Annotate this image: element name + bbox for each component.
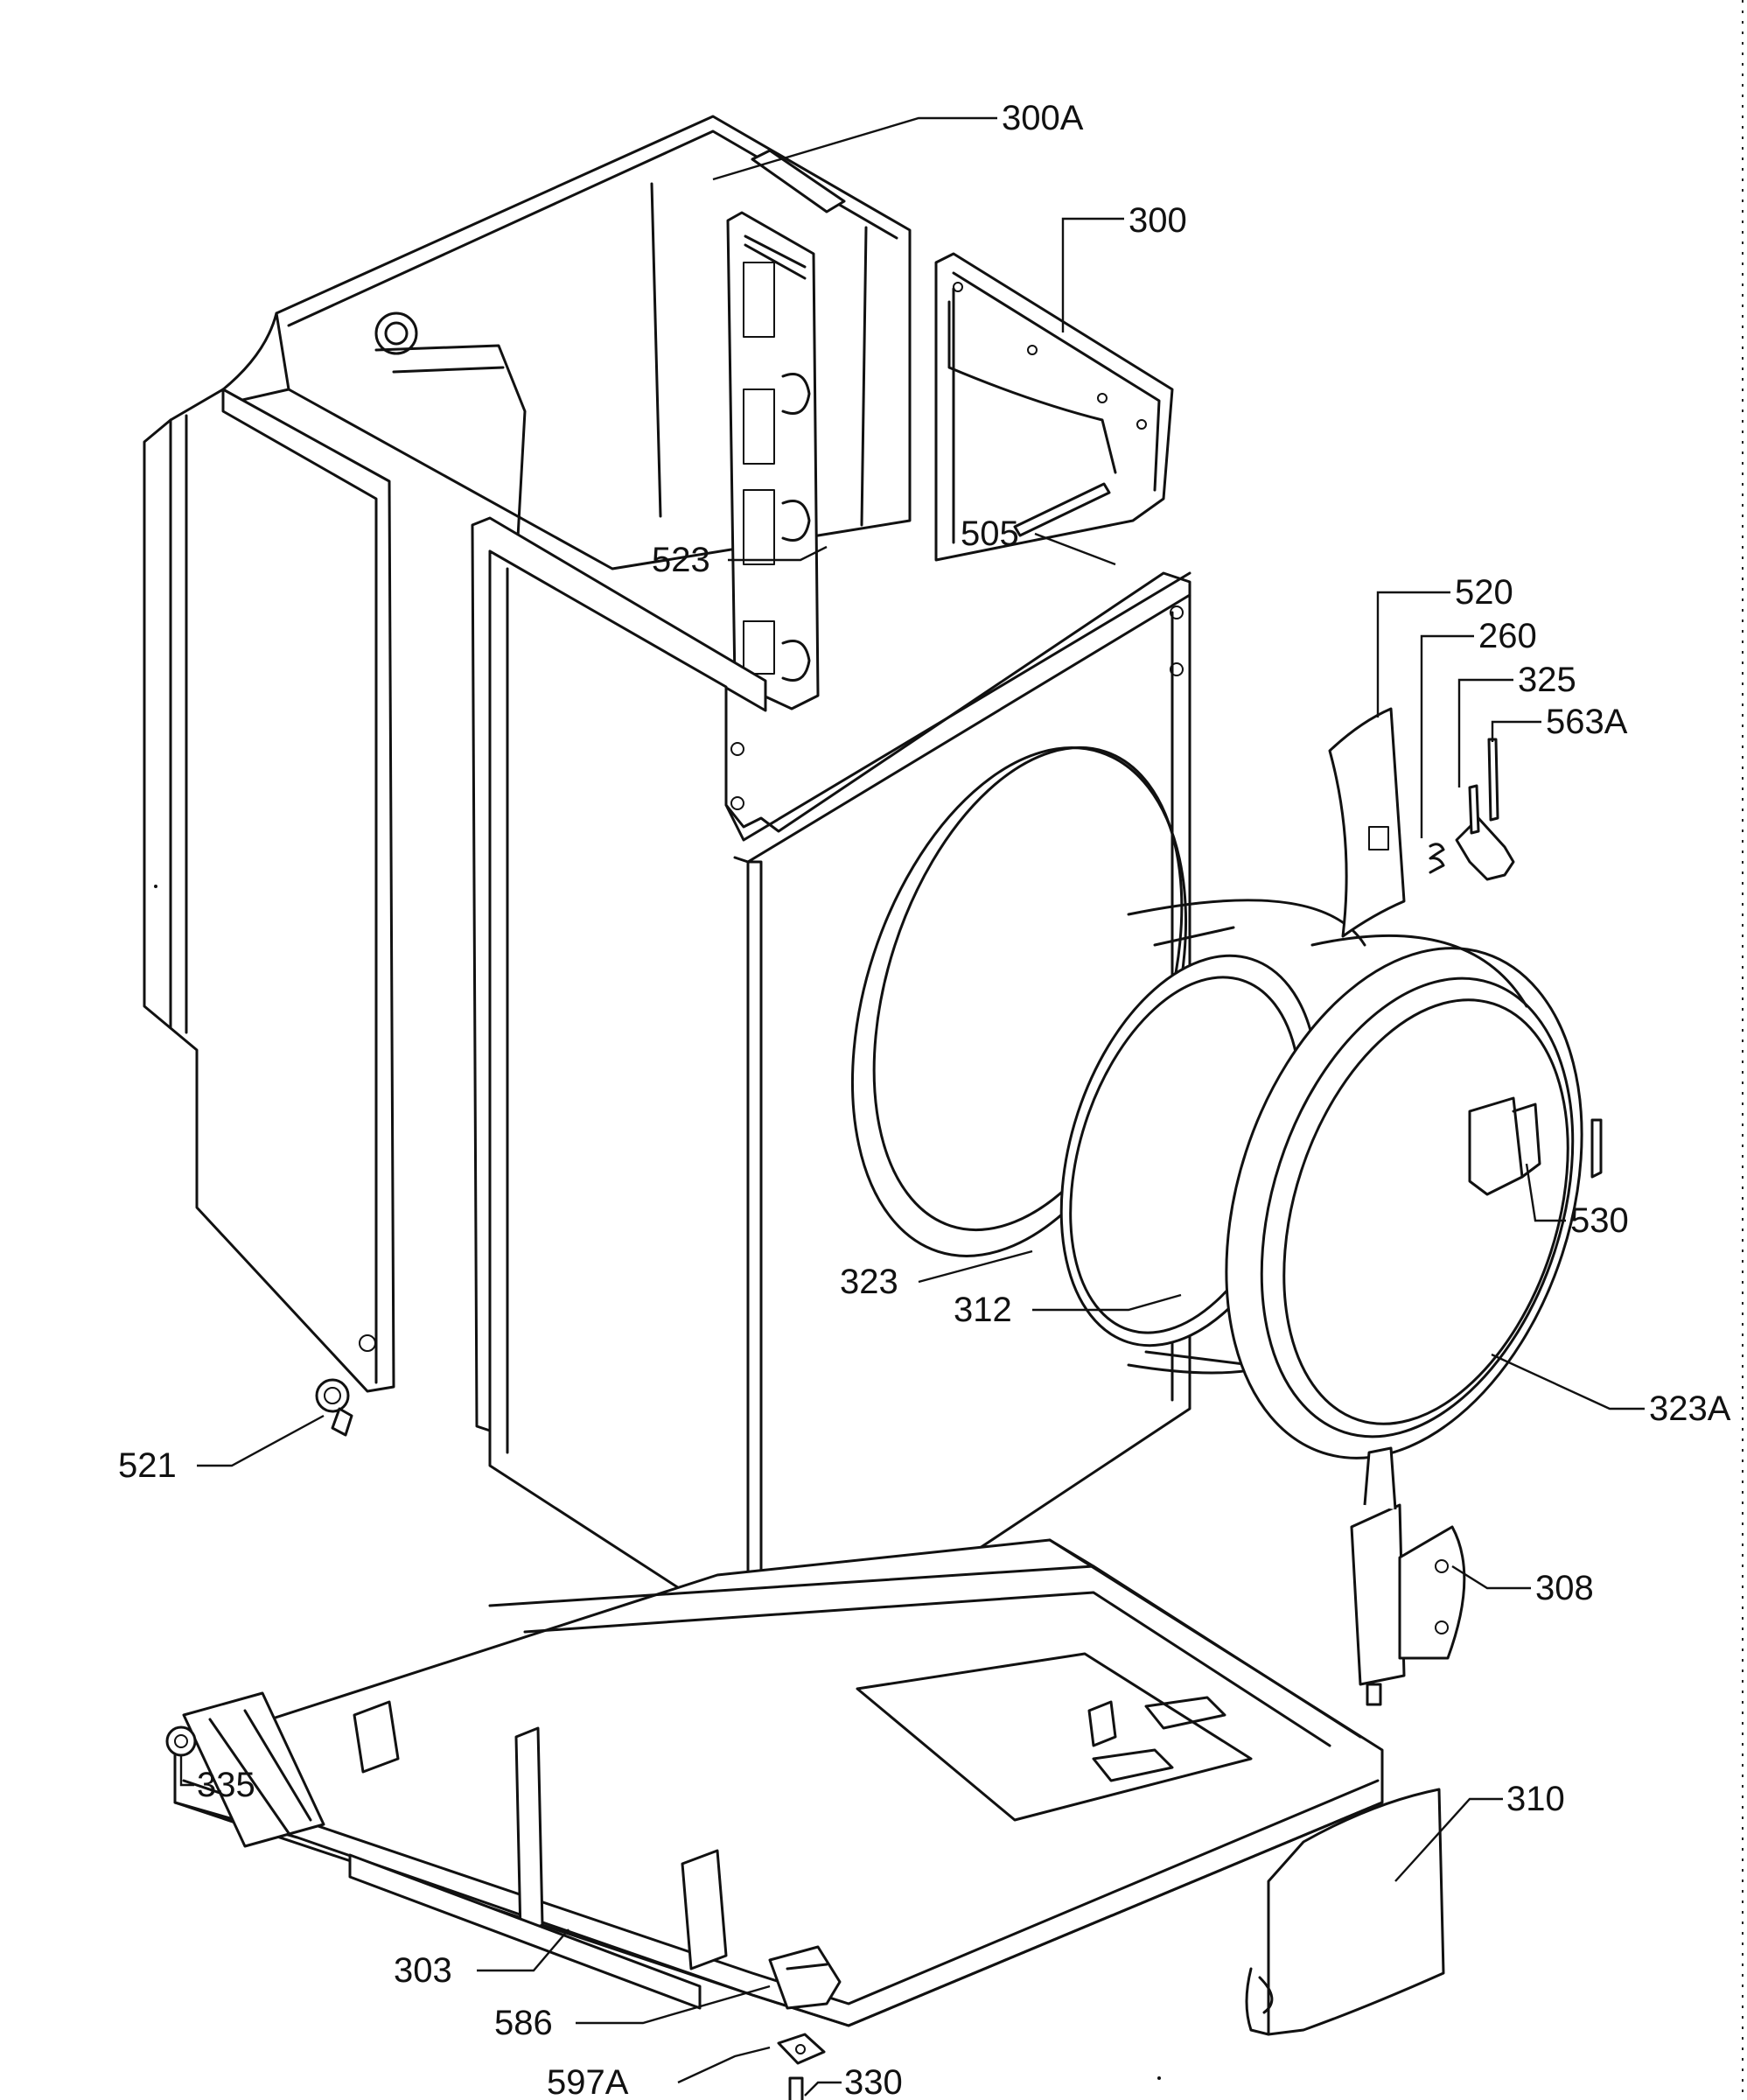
label-586: 586 [494, 2004, 553, 2042]
part-300-side-frame [934, 252, 1174, 562]
label-530: 530 [1570, 1201, 1629, 1240]
label-323A: 323A [1649, 1390, 1731, 1428]
part-521-screw [315, 1378, 353, 1437]
label-260: 260 [1478, 617, 1537, 655]
label-300: 300 [1129, 201, 1187, 240]
label-325: 325 [1518, 661, 1576, 699]
part-505-rod [1013, 482, 1111, 537]
label-310: 310 [1506, 1780, 1565, 1818]
leader-lines [179, 116, 1645, 2096]
part-597A-square-nut [777, 2033, 826, 2065]
part-563A-pin [1487, 738, 1499, 822]
label-300A: 300A [1002, 99, 1084, 137]
label-597A: 597A [547, 2063, 629, 2100]
label-335: 335 [197, 1766, 255, 1804]
label-308: 308 [1535, 1569, 1594, 1607]
part-520-lock-plate [1328, 707, 1406, 938]
part-labels: 300A 300 523 505 520 260 325 563A 530 32… [118, 99, 1731, 2100]
part-586-foot-bracket [768, 1945, 842, 2010]
label-323: 323 [840, 1263, 898, 1301]
label-330: 330 [844, 2063, 903, 2100]
part-308-hinge [1350, 1446, 1466, 1706]
part-330-screw [788, 2076, 804, 2100]
label-303: 303 [394, 1951, 452, 1990]
part-323-door-ring [1225, 934, 1583, 1460]
label-523: 523 [652, 541, 710, 579]
part-303-base [173, 1538, 1384, 2027]
label-505: 505 [961, 514, 1019, 553]
label-520: 520 [1455, 573, 1513, 612]
part-523-rear-bracket [726, 211, 820, 710]
part-335-nut [165, 1726, 197, 1757]
label-312: 312 [954, 1291, 1012, 1329]
part-left-side-panel [143, 388, 395, 1393]
part-310-cover-flap [1245, 1788, 1445, 2036]
part-260-spring [1429, 843, 1445, 874]
label-521: 521 [118, 1446, 177, 1485]
part-325-lever [1455, 784, 1515, 881]
label-563A: 563A [1546, 703, 1628, 741]
part-530-door-handle [1468, 1096, 1603, 1196]
